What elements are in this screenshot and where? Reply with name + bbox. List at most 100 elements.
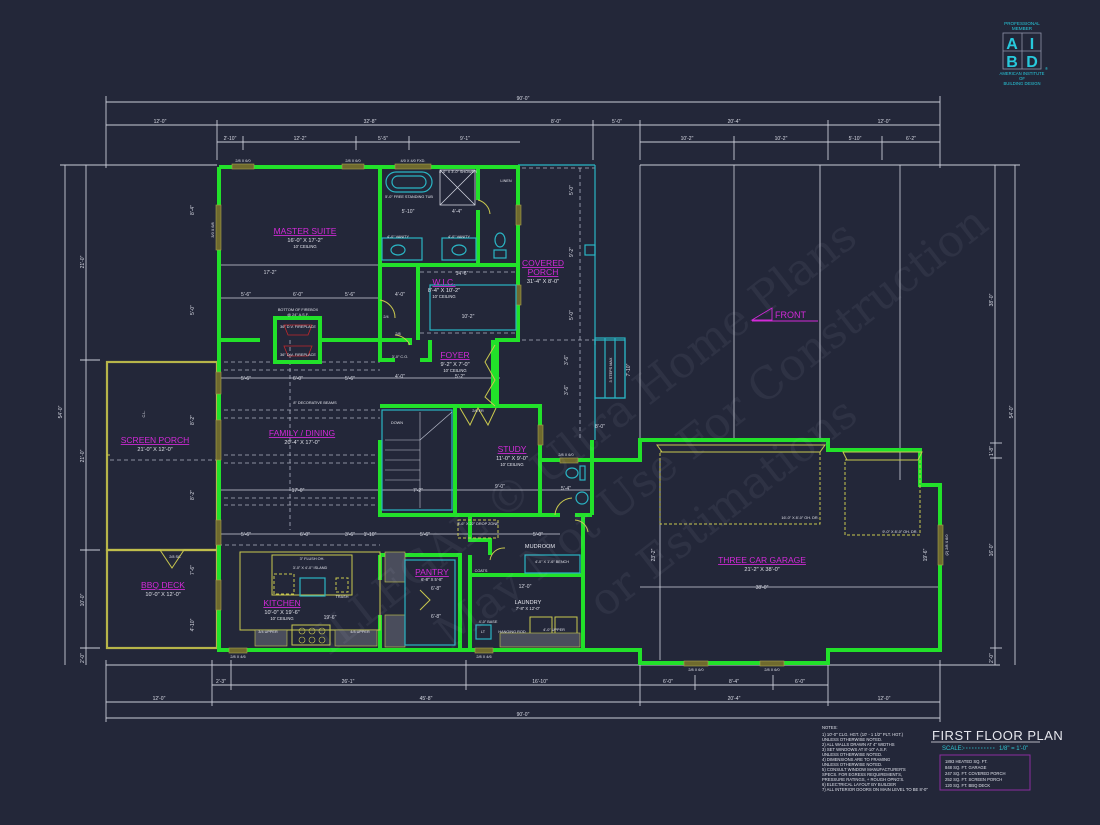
openings: [215, 163, 944, 667]
svg-text:9'-0" X 8'-0" OH. DR.: 9'-0" X 8'-0" OH. DR.: [882, 530, 917, 534]
svg-text:BUILDING DESIGN: BUILDING DESIGN: [1004, 81, 1041, 86]
room-garage: THREE CAR GARAGE 21'-2" X 38'-0": [718, 555, 806, 573]
svg-text:6'-0": 6'-0": [795, 679, 805, 685]
svg-text:(2) 2/8 X 6/0: (2) 2/8 X 6/0: [945, 535, 949, 556]
svg-text:17'-0": 17'-0": [292, 488, 305, 494]
svg-text:10' CEILING: 10' CEILING: [500, 462, 523, 467]
bottom-dimensions: 2'-3" 26'-1" 16'-10" 6'-0" 8'-4" 6'-0" 1…: [105, 660, 1000, 722]
svg-text:4/8 UPPER: 4/8 UPPER: [350, 630, 370, 634]
svg-text:AMERICAN INSTITUTE: AMERICAN INSTITUTE: [1000, 71, 1045, 76]
svg-text:COATS: COATS: [475, 569, 488, 573]
room-mudroom: MUDROOM: [525, 544, 555, 550]
svg-text:10'-0" X 19'-6": 10'-0" X 19'-6": [264, 610, 299, 616]
svg-text:D: D: [1026, 54, 1038, 71]
svg-text:6'-0": 6'-0": [663, 679, 673, 685]
room-foyer: FOYER 9'-2" X 7'-0" 10' CEILING: [440, 350, 469, 373]
svg-text:16'-0" X 8'-0" OH. DR.: 16'-0" X 8'-0" OH. DR.: [781, 516, 818, 520]
svg-text:UNLESS OTHERWISE NOTED.: UNLESS OTHERWISE NOTED.: [822, 752, 882, 757]
svg-text:2/8 X 6/0: 2/8 X 6/0: [764, 668, 779, 672]
svg-text:2/4: 2/4: [383, 315, 388, 319]
room-study: STUDY 11'-0" X 9'-0" 10' CEILING: [496, 444, 528, 467]
svg-text:2'-3": 2'-3": [216, 679, 226, 685]
svg-text:2'-10": 2'-10": [224, 136, 237, 142]
svg-text:90'-0": 90'-0": [517, 712, 530, 718]
svg-text:5) CONSULT WINDOW MANUFACTURE: 5) CONSULT WINDOW MANUFACTURER'S: [822, 767, 906, 772]
svg-text:5'-6": 5'-6": [345, 376, 355, 382]
svg-text:SCREEN PORCH: SCREEN PORCH: [121, 435, 189, 445]
svg-text:8" DECORATIVE BEAMS: 8" DECORATIVE BEAMS: [293, 401, 337, 405]
svg-text:2/6 FR: 2/6 FR: [472, 409, 484, 413]
svg-text:10' CEILING: 10' CEILING: [432, 294, 455, 299]
svg-text:I: I: [1030, 36, 1034, 53]
svg-text:5'-6": 5'-6": [420, 532, 430, 538]
svg-text:252 SQ. FT. SCREEN PORCH: 252 SQ. FT. SCREEN PORCH: [945, 777, 1002, 782]
title-block: FIRST FLOOR PLAN SCALE: 1/8" = 1'-0" 189…: [931, 728, 1063, 791]
svg-text:5'-6": 5'-6": [241, 532, 251, 538]
svg-text:19'-6": 19'-6": [923, 548, 929, 561]
svg-text:3" FLUSH OH.: 3" FLUSH OH.: [300, 557, 325, 561]
svg-text:12'-2": 12'-2": [294, 136, 307, 142]
room-labels: MASTER SUITE 16'-0" X 17'-2" 10' CEILING…: [121, 226, 806, 621]
svg-text:2/8: 2/8: [395, 332, 400, 336]
svg-text:7'-2": 7'-2": [413, 488, 423, 494]
screen-porch-walls: [105, 360, 219, 650]
room-master-suite: MASTER SUITE 16'-0" X 17'-2" 10' CEILING: [274, 226, 337, 249]
svg-text:12'-0": 12'-0": [878, 696, 891, 702]
svg-text:LAUNDRY: LAUNDRY: [515, 600, 542, 606]
svg-text:38'-0": 38'-0": [756, 585, 769, 591]
svg-text:2/8 SC: 2/8 SC: [169, 555, 181, 559]
svg-text:3'-6": 3'-6": [345, 532, 355, 538]
svg-text:4'-10": 4'-10": [190, 618, 196, 631]
svg-text:W.I.C.: W.I.C.: [432, 277, 455, 287]
svg-text:DOWN: DOWN: [391, 421, 403, 425]
svg-text:BBQ DECK: BBQ DECK: [141, 580, 185, 590]
svg-text:21'-0": 21'-0": [80, 255, 86, 268]
svg-text:9'-2": 9'-2": [569, 247, 575, 257]
svg-text:®: ®: [1045, 66, 1048, 71]
svg-text:8'-4": 8'-4": [729, 679, 739, 685]
svg-text:B: B: [1006, 54, 1018, 71]
room-screen-porch: SCREEN PORCH 21'-0" X 12'-0": [121, 435, 189, 453]
svg-text:3'-0" X 4'-0" ISLAND: 3'-0" X 4'-0" ISLAND: [293, 566, 328, 570]
svg-text:1) 10'-0" CLG. HGT. (10' - 1: 1) 10'-0" CLG. HGT. (10' - 1 1/2" PLT. H…: [822, 732, 904, 737]
svg-text:20'-4": 20'-4": [728, 119, 741, 125]
svg-text:14'-6": 14'-6": [456, 271, 469, 277]
svg-text:PRESSURE RATINGS, + ROUGH OPNG: PRESSURE RATINGS, + ROUGH OPNG'S.: [822, 777, 904, 782]
room-family-dining: FAMILY / DINING 20'-4" X 17'-0": [269, 428, 335, 446]
svg-text:16'-10": 16'-10": [532, 679, 548, 685]
room-kitchen: KITCHEN 10'-0" X 19'-6" 10' CEILING: [263, 598, 300, 621]
fixtures: [239, 169, 626, 648]
svg-text:KITCHEN: KITCHEN: [263, 598, 300, 608]
svg-text:3 STEPS MAX: 3 STEPS MAX: [609, 357, 613, 382]
general-notes: NOTES: 1) 10'-0" CLG. HGT. (10' - 1 1/2"…: [822, 725, 928, 792]
svg-text:12'-0": 12'-0": [519, 584, 532, 590]
svg-text:10'-2": 10'-2": [462, 314, 475, 320]
svg-text:2'-0": 2'-0": [80, 653, 86, 663]
svg-text:1893 HEATED SQ. FT.: 1893 HEATED SQ. FT.: [945, 759, 988, 764]
svg-text:THREE CAR GARAGE: THREE CAR GARAGE: [718, 555, 806, 565]
svg-text:4) DIMENSIONS ARE TO FRAMING: 4) DIMENSIONS ARE TO FRAMING: [822, 757, 890, 762]
svg-text:247 SQ. FT. COVERED PORCH: 247 SQ. FT. COVERED PORCH: [945, 771, 1006, 776]
svg-text:3'-0" C.O.: 3'-0" C.O.: [392, 355, 408, 359]
svg-text:21'-2" X 38'-0": 21'-2" X 38'-0": [744, 567, 779, 573]
svg-text:9'-1": 9'-1": [460, 136, 470, 142]
svg-text:MUDROOM: MUDROOM: [525, 544, 555, 550]
svg-text:10'-0" X 12'-0": 10'-0" X 12'-0": [145, 592, 180, 598]
svg-text:2/8 X 6/0: 2/8 X 6/0: [688, 668, 703, 672]
exterior-walls: [217, 165, 942, 665]
svg-text:OF: OF: [1019, 76, 1025, 81]
svg-text:6'-8" X 5'-8": 6'-8" X 5'-8": [421, 577, 443, 582]
svg-text:PORCH: PORCH: [528, 267, 559, 277]
svg-text:5'-0": 5'-0": [569, 310, 575, 320]
room-laundry: LAUNDRY 7'-8" X 12'-0": [515, 600, 542, 611]
svg-text:FIRST FLOOR PLAN: FIRST FLOOR PLAN: [932, 728, 1063, 743]
svg-text:UNLESS OTHERWISE NOTED.: UNLESS OTHERWISE NOTED.: [822, 762, 882, 767]
svg-text:19'-6": 19'-6": [324, 615, 337, 621]
svg-text:A: A: [1006, 36, 1018, 53]
svg-text:C.L.: C.L.: [142, 411, 146, 418]
svg-text:21'-0" X 12'-0": 21'-0" X 12'-0": [137, 447, 172, 453]
svg-text:PANTRY: PANTRY: [415, 567, 449, 577]
svg-text:COVERED: COVERED: [522, 258, 564, 268]
svg-text:45'-8": 45'-8": [420, 696, 433, 702]
